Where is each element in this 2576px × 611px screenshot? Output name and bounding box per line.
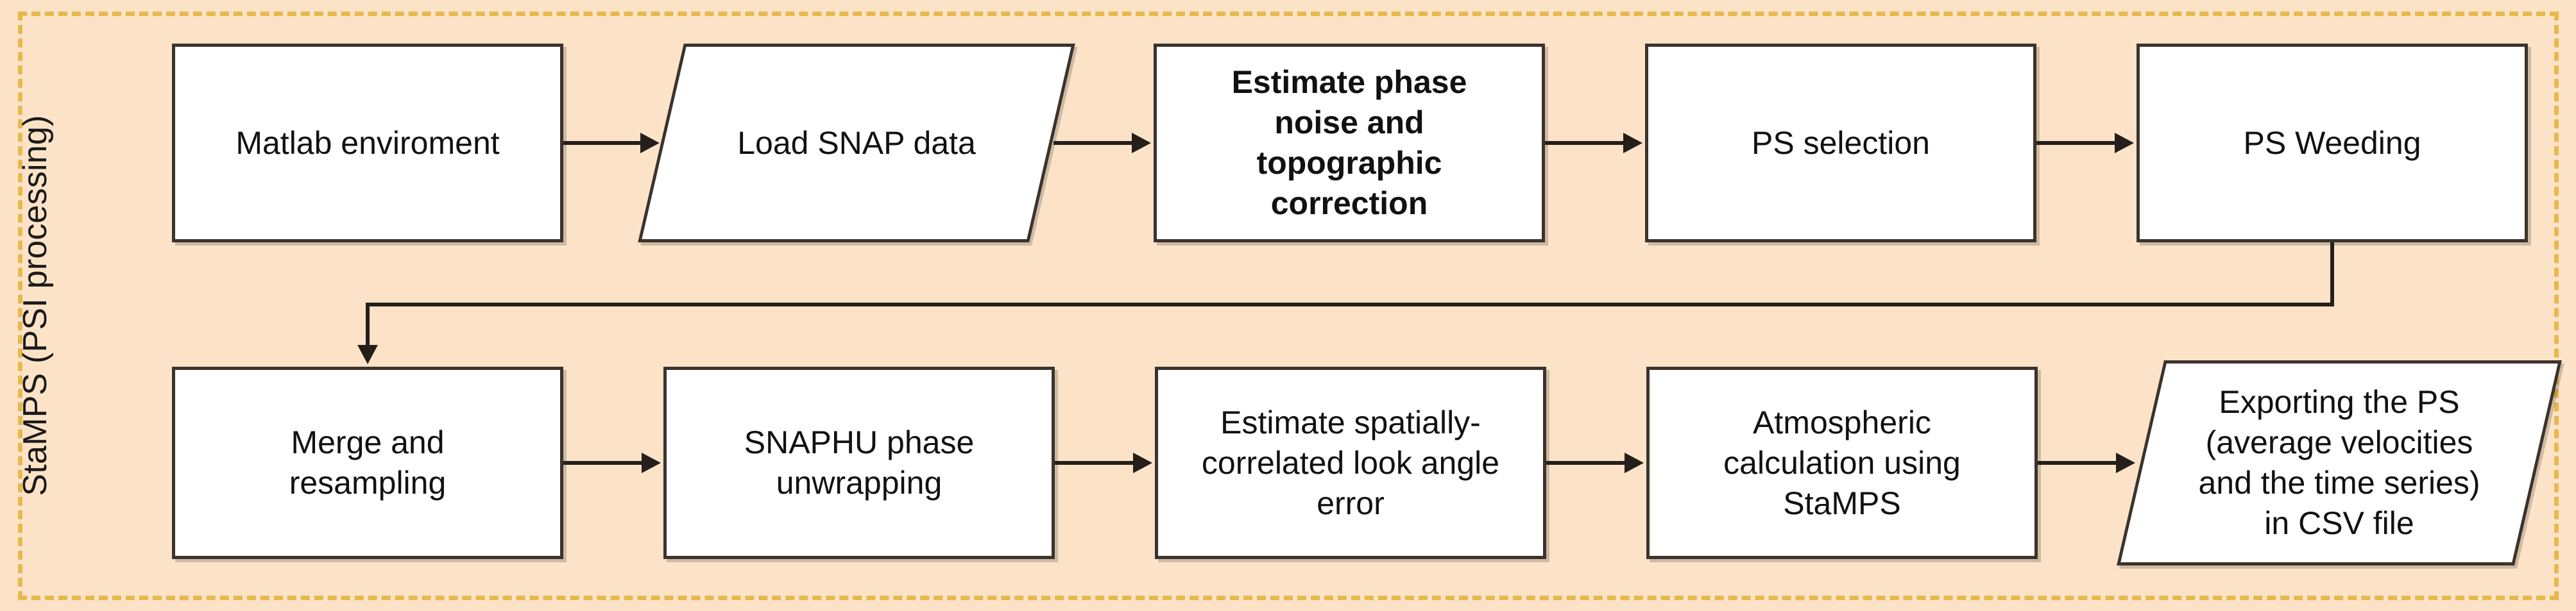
node-label-ps-weeding: PS Weeding bbox=[2243, 124, 2421, 161]
node-label-estimate-look-angle-error: Estimate spatially- correlated look angl… bbox=[1201, 404, 1500, 521]
node-snaphu-phase-unwrapping[interactable]: SNAPHU phase unwrapping bbox=[663, 367, 1055, 559]
connector-look-angle-to-atmospheric bbox=[1546, 461, 1625, 465]
node-estimate-look-angle-error[interactable]: Estimate spatially- correlated look angl… bbox=[1155, 367, 1546, 559]
arrowhead-look-angle-to-atmospheric bbox=[1625, 453, 1644, 473]
arrowhead-merge-to-snaphu bbox=[642, 453, 661, 473]
arrowhead-estimate-to-ps-selection bbox=[1623, 133, 1642, 153]
arrowhead-matlab-to-load bbox=[640, 133, 660, 153]
connector-ps-selection-to-ps-weeding bbox=[2036, 141, 2115, 145]
node-exporting-ps-csv[interactable]: Exporting the PS (average velocities and… bbox=[2117, 360, 2562, 565]
connector-weeding-into-merge bbox=[366, 303, 370, 347]
node-ps-weeding[interactable]: PS Weeding bbox=[2137, 44, 2528, 242]
node-label-load-snap-data: Load SNAP data bbox=[737, 124, 976, 161]
node-label-merge-and-resampling: Merge and resampling bbox=[289, 424, 447, 501]
node-merge-and-resampling[interactable]: Merge and resampling bbox=[172, 367, 563, 559]
node-label-estimate-phase-noise: Estimate phase noise and topographic cor… bbox=[1231, 64, 1467, 221]
connector-snaphu-to-look-angle bbox=[1055, 461, 1133, 465]
connector-weeding-left bbox=[366, 303, 2334, 306]
node-label-atmospheric-calculation: Atmospheric calculation using StaMPS bbox=[1723, 404, 1961, 521]
node-ps-selection[interactable]: PS selection bbox=[1645, 44, 2036, 242]
arrowhead-atmospheric-to-export bbox=[2116, 453, 2135, 473]
node-load-snap-data[interactable]: Load SNAP data bbox=[638, 44, 1075, 242]
node-label-snaphu-phase-unwrapping: SNAPHU phase unwrapping bbox=[744, 424, 975, 501]
node-matlab-enviroment[interactable]: Matlab enviroment bbox=[172, 44, 563, 242]
connector-matlab-to-load bbox=[563, 141, 640, 145]
node-label-exporting-ps-csv: Exporting the PS (average velocities and… bbox=[2198, 384, 2480, 541]
connector-load-to-estimate bbox=[1053, 141, 1132, 145]
connector-estimate-to-ps-selection bbox=[1545, 141, 1623, 145]
connector-atmospheric-to-export bbox=[2038, 461, 2116, 465]
arrowhead-load-to-estimate bbox=[1132, 133, 1151, 153]
arrowhead-weeding-to-merge bbox=[357, 345, 378, 364]
swimlane-label: StaMPS (PSI processing) bbox=[17, 115, 54, 496]
node-label-matlab-enviroment: Matlab enviroment bbox=[235, 124, 500, 161]
node-estimate-phase-noise[interactable]: Estimate phase noise and topographic cor… bbox=[1154, 44, 1545, 242]
node-atmospheric-calculation[interactable]: Atmospheric calculation using StaMPS bbox=[1646, 367, 2038, 559]
node-label-ps-selection: PS selection bbox=[1752, 124, 1930, 161]
arrowhead-snaphu-to-look-angle bbox=[1133, 453, 1152, 473]
connector-merge-to-snaphu bbox=[563, 461, 642, 465]
connector-weeding-down bbox=[2330, 242, 2334, 306]
arrowhead-ps-selection-to-ps-weeding bbox=[2115, 133, 2134, 153]
